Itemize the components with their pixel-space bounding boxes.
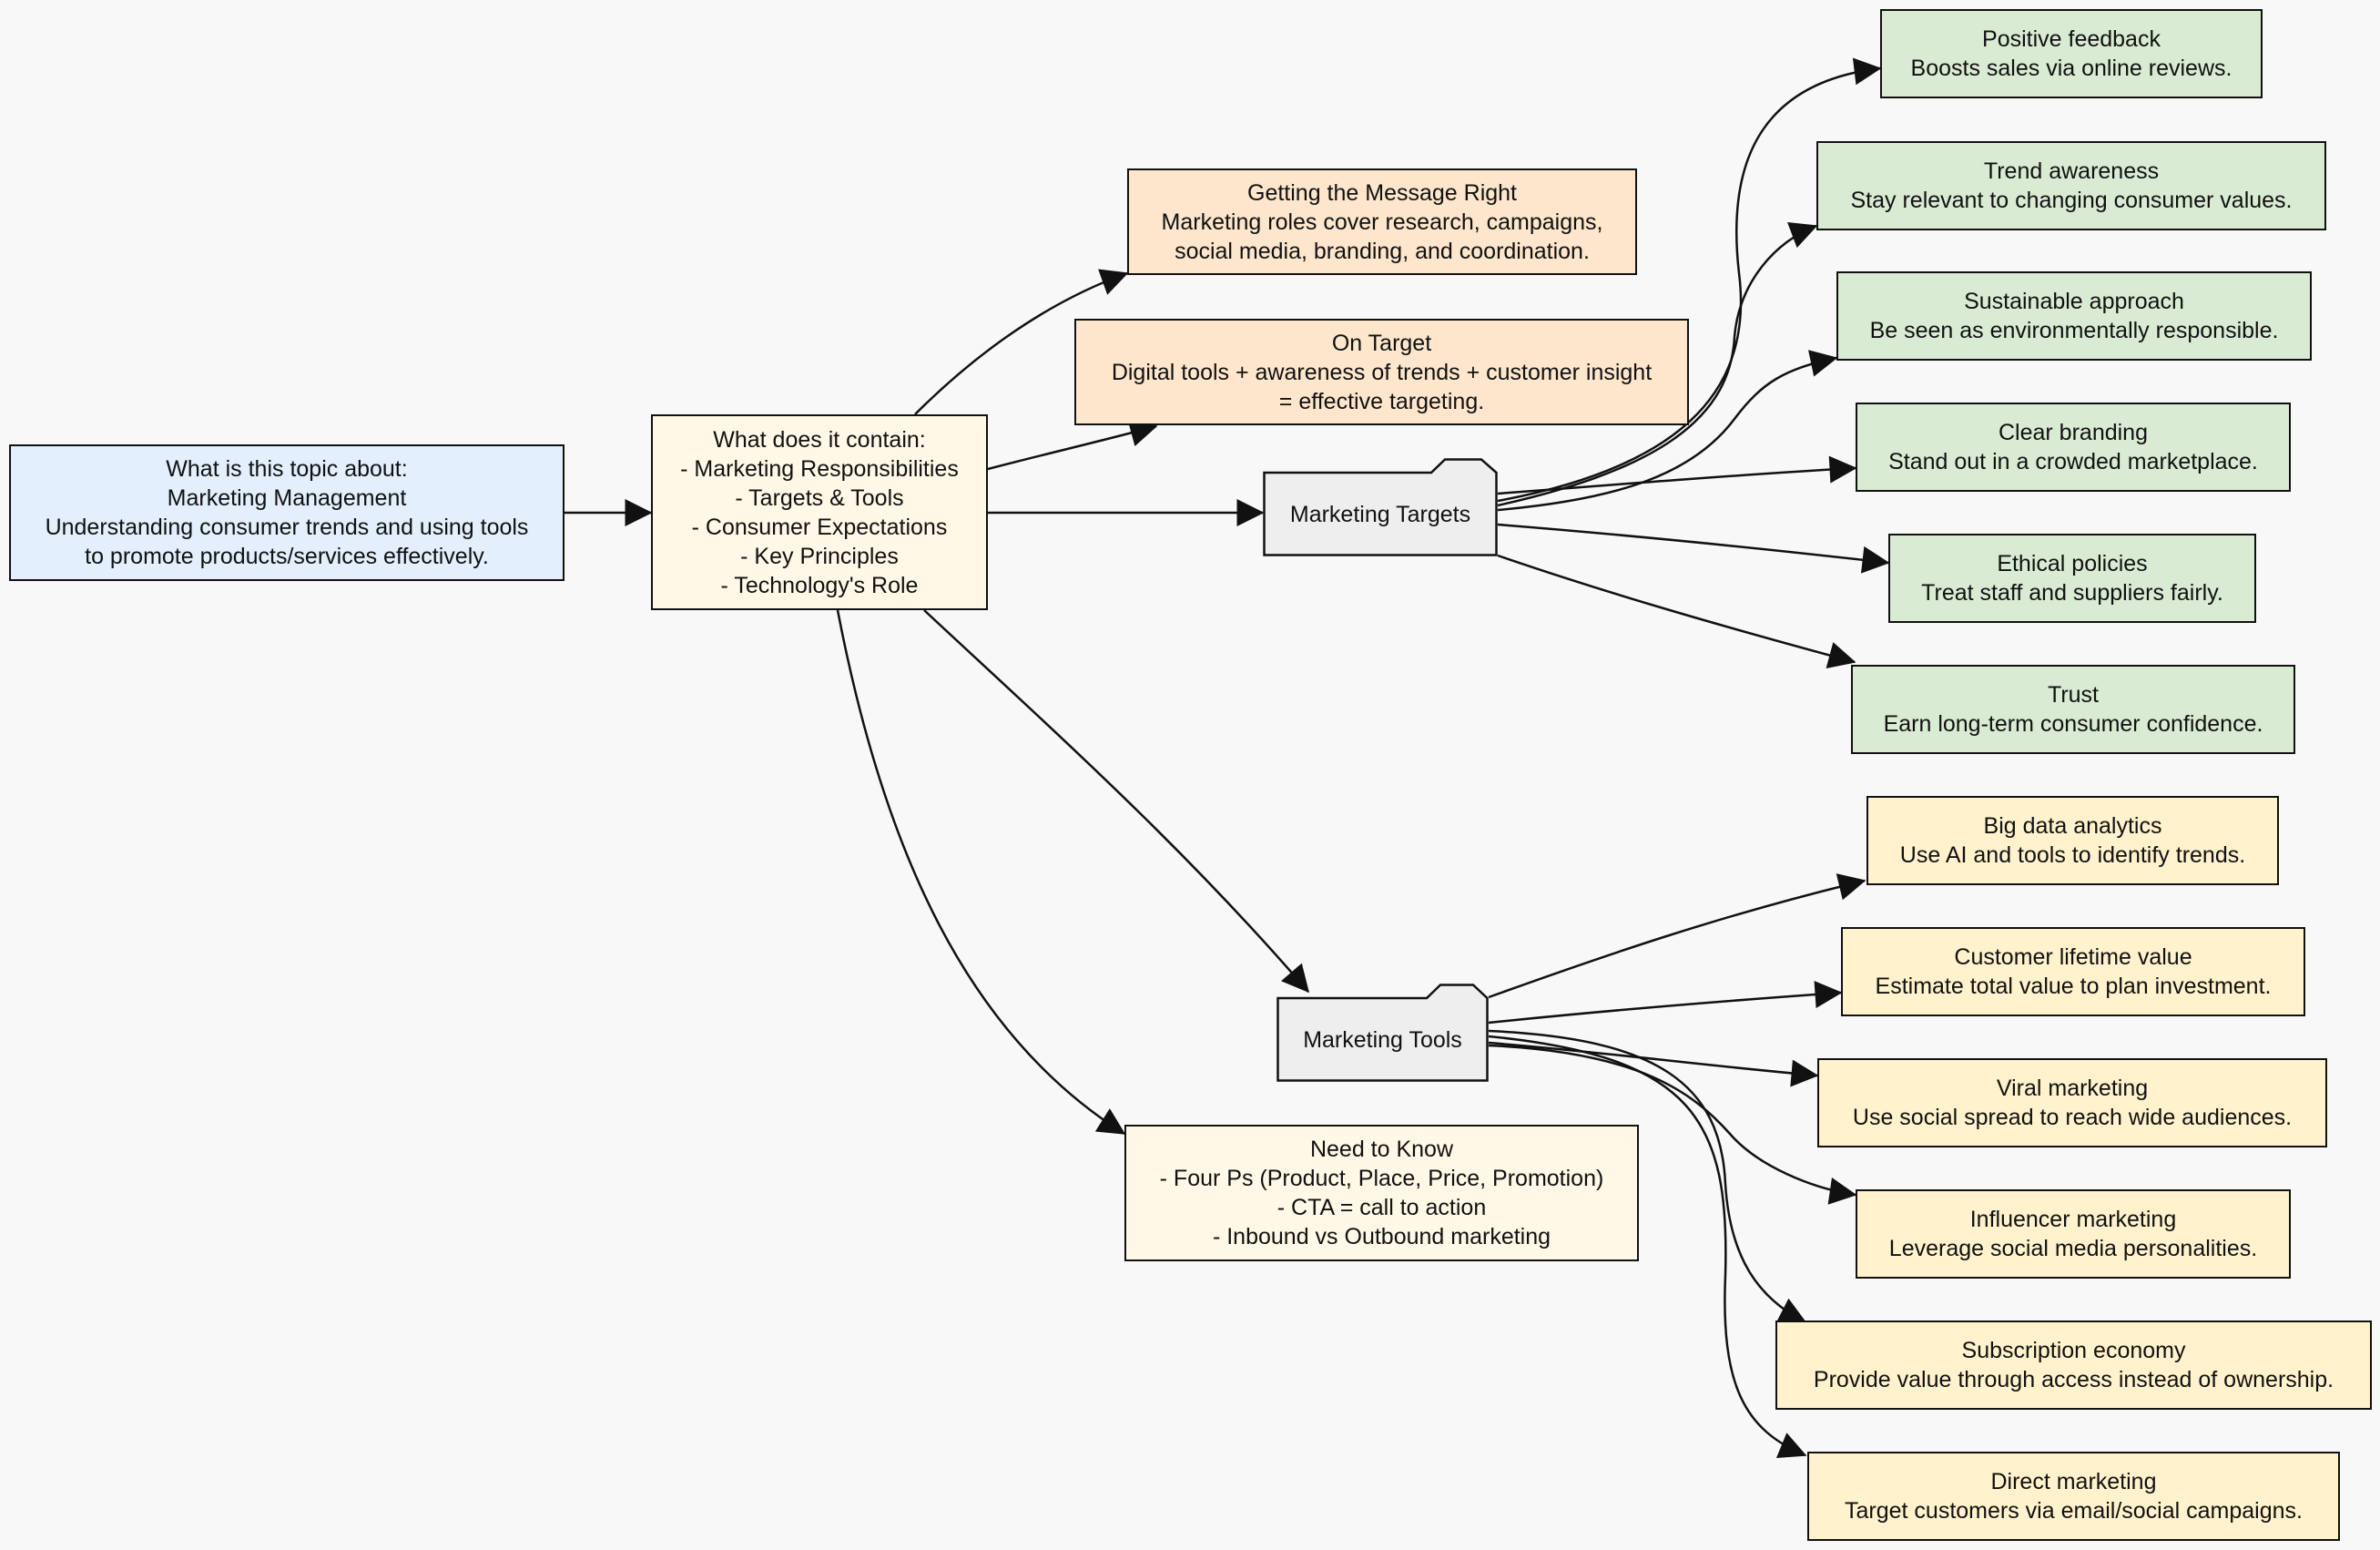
ethical-policies-node: Ethical policies Treat staff and supplie… — [1888, 534, 2256, 623]
edge-targets-trend-awareness — [1497, 222, 1818, 507]
contents-item: - Key Principles — [740, 543, 899, 569]
trend-awareness-title: Trend awareness — [1983, 158, 2160, 184]
viral-marketing-title: Viral marketing — [1996, 1076, 2149, 1101]
contents-item: - Consumer Expectations — [691, 514, 948, 540]
topic-desc-line-1: Understanding consumer trends and using … — [45, 515, 529, 540]
contents-item: - Technology's Role — [720, 572, 919, 598]
big-data-title: Big data analytics — [1983, 813, 2162, 839]
topic-title: What is this topic about: — [166, 456, 408, 482]
message-title: Getting the Message Right — [1247, 179, 1517, 206]
trust-desc: Earn long-term consumer confidence. — [1883, 711, 2263, 737]
edge-tools-viral — [1488, 1041, 1819, 1087]
subscription-economy-desc: Provide value through access instead of … — [1813, 1367, 2334, 1392]
on-target-desc-line-1: Digital tools + awareness of trends + cu… — [1111, 359, 1653, 385]
clear-branding-node: Clear branding Stand out in a crowded ma… — [1856, 403, 2291, 492]
need-to-know-node: Need to Know - Four Ps (Product, Place, … — [1124, 1125, 1639, 1261]
marketing-targets-folder: Marketing Targets — [1263, 458, 1498, 556]
edge-targets-positive-feedback — [1497, 57, 1882, 503]
message-node: Getting the Message Right Marketing role… — [1127, 168, 1637, 275]
positive-feedback-desc: Boosts sales via online reviews. — [1910, 56, 2233, 81]
ethical-policies-desc: Treat staff and suppliers fairly. — [1921, 580, 2223, 606]
edge-tools-influencer — [1488, 1044, 1857, 1205]
direct-marketing-title: Direct marketing — [1990, 1469, 2157, 1494]
influencer-marketing-title: Influencer marketing — [1969, 1207, 2177, 1232]
message-desc-line-2: social media, branding, and coordination… — [1175, 238, 1590, 264]
message-desc-line-1: Marketing roles cover research, campaign… — [1161, 209, 1603, 235]
viral-marketing-desc: Use social spread to reach wide audience… — [1852, 1105, 2293, 1130]
contents-title: What does it contain: — [713, 426, 926, 453]
big-data-node: Big data analytics Use AI and tools to i… — [1866, 796, 2279, 885]
folder-icon — [1276, 984, 1489, 1082]
tools-label: Marketing Tools — [1303, 1027, 1462, 1053]
edge-tools-direct — [1488, 1035, 1807, 1459]
on-target-title: On Target — [1331, 330, 1432, 356]
marketing-tools-folder: Marketing Tools — [1276, 984, 1489, 1082]
targets-label: Marketing Targets — [1289, 502, 1471, 527]
folder-icon — [1263, 458, 1498, 556]
sustainable-approach-desc: Be seen as environmentally responsible. — [1869, 318, 2279, 343]
clv-title: Customer lifetime value — [1954, 944, 2192, 970]
sustainable-approach-title: Sustainable approach — [1964, 289, 2184, 314]
on-target-desc-line-2: = effective targeting. — [1278, 388, 1485, 414]
ethical-policies-title: Ethical policies — [1997, 551, 2148, 576]
edge-contents-tools — [923, 609, 1309, 994]
trend-awareness-desc: Stay relevant to changing consumer value… — [1850, 188, 2293, 213]
edge-targets-sustainable — [1497, 350, 1838, 512]
edge-tools-subscription — [1488, 1029, 1807, 1324]
direct-marketing-node: Direct marketing Target customers via em… — [1807, 1452, 2340, 1541]
need-to-know-item: - Inbound vs Outbound marketing — [1212, 1224, 1551, 1249]
edge-tools-big-data — [1488, 873, 1866, 999]
customer-lifetime-value-node: Customer lifetime value Estimate total v… — [1841, 927, 2305, 1016]
big-data-desc: Use AI and tools to identify trends. — [1899, 842, 2246, 868]
edge-targets-trust — [1497, 554, 1856, 669]
positive-feedback-title: Positive feedback — [1982, 26, 2161, 52]
trust-title: Trust — [2047, 682, 2100, 708]
on-target-node: On Target Digital tools + awareness of t… — [1074, 319, 1689, 425]
edge-tools-clv — [1488, 981, 1843, 1025]
contents-item: - Targets & Tools — [735, 484, 904, 511]
sustainable-approach-node: Sustainable approach Be seen as environm… — [1836, 271, 2312, 361]
influencer-marketing-desc: Leverage social media personalities. — [1888, 1236, 2258, 1261]
clear-branding-desc: Stand out in a crowded marketplace. — [1888, 449, 2258, 474]
direct-marketing-desc: Target customers via email/social campai… — [1845, 1498, 2303, 1524]
edge-targets-branding — [1497, 455, 1857, 495]
need-to-know-title: Need to Know — [1309, 1137, 1454, 1162]
edge-contents-need-to-know — [836, 609, 1126, 1136]
subscription-economy-node: Subscription economy Provide value throu… — [1775, 1321, 2372, 1410]
contents-item: - Marketing Responsibilities — [680, 455, 959, 482]
topic-subject: Marketing Management — [167, 485, 407, 511]
edge-targets-ethical — [1497, 523, 1890, 574]
contents-node: What does it contain: - Marketing Respon… — [651, 414, 988, 610]
influencer-marketing-node: Influencer marketing Leverage social med… — [1856, 1189, 2291, 1279]
edge-contents-message — [914, 269, 1129, 415]
trust-node: Trust Earn long-term consumer confidence… — [1851, 665, 2295, 754]
viral-marketing-node: Viral marketing Use social spread to rea… — [1817, 1058, 2327, 1147]
clv-desc: Estimate total value to plan investment. — [1875, 974, 2272, 999]
subscription-economy-title: Subscription economy — [1961, 1338, 2186, 1363]
need-to-know-item: - CTA = call to action — [1276, 1195, 1487, 1220]
trend-awareness-node: Trend awareness Stay relevant to changin… — [1816, 141, 2326, 230]
need-to-know-item: - Four Ps (Product, Place, Price, Promot… — [1159, 1166, 1604, 1191]
topic-desc-line-2: to promote products/services effectively… — [85, 544, 489, 569]
edge-contents-on-target — [987, 420, 1158, 471]
topic-node: What is this topic about: Marketing Mana… — [9, 444, 564, 581]
clear-branding-title: Clear branding — [1999, 420, 2148, 445]
positive-feedback-node: Positive feedback Boosts sales via onlin… — [1880, 9, 2263, 98]
